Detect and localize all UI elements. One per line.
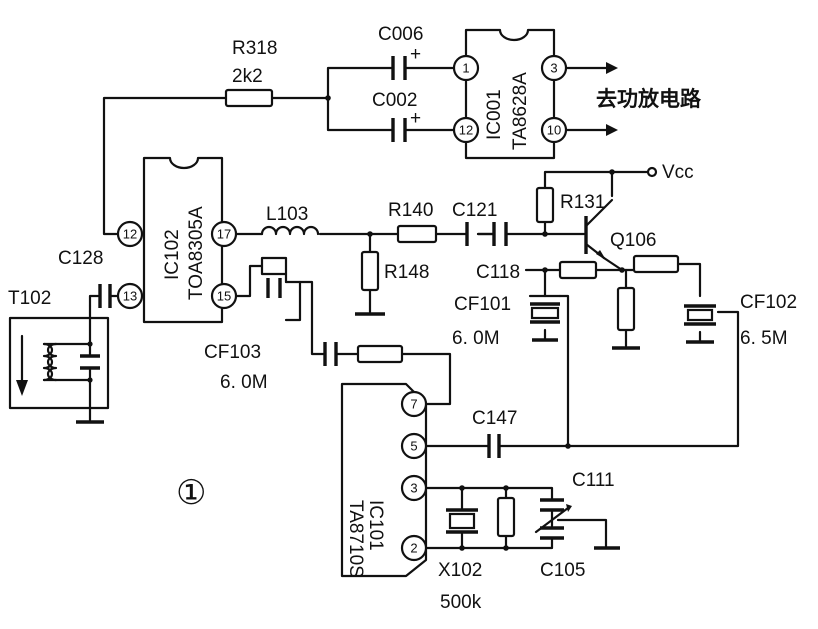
ic102-pin-17: 17 <box>217 227 231 242</box>
resistor-q106-emitter-series <box>632 254 680 274</box>
vcc-terminal: Vcc <box>646 162 694 183</box>
r318-label: R318 <box>232 38 277 59</box>
ic001-pin-3: 3 <box>550 61 557 76</box>
r318-value: 2k2 <box>232 66 263 87</box>
q106-label: Q106 <box>610 230 656 251</box>
resistor-r131: R131 <box>535 186 605 224</box>
ic001-pin-1: 1 <box>462 61 469 76</box>
t102-label: T102 <box>8 288 51 309</box>
output-arrows: 去功放电路 <box>596 62 702 136</box>
resistor-crystal-network <box>496 496 516 538</box>
ic001-part: TA8628A <box>510 72 531 150</box>
resistor-q106-emitter-ground <box>616 286 636 332</box>
r148-label: R148 <box>384 262 429 283</box>
x102-label: X102 <box>438 560 482 581</box>
ic102-part: TOA8305A <box>186 206 207 300</box>
x102-value: 500k <box>440 592 482 613</box>
ic101-pin-3: 3 <box>410 481 417 496</box>
c118-label: C118 <box>476 262 520 283</box>
ic001-chip: 1 12 3 10 IC001 TA8628A <box>452 28 568 160</box>
ic102-pin-15: 15 <box>217 289 231 304</box>
ic102-chip: 12 13 17 15 IC102 TOA8305A <box>116 156 238 324</box>
capacitor-c002: C002 + <box>372 90 421 142</box>
transistor-q106: Q106 <box>584 198 656 260</box>
ic102-pin-13: 13 <box>123 289 137 304</box>
resistor-r140: R140 <box>388 200 438 244</box>
filter-cf102: CF102 6. 5M <box>684 292 797 349</box>
capacitor-c147: C147 <box>472 408 517 458</box>
cf102-label: CF102 <box>740 292 797 313</box>
figure-number: ① <box>176 473 206 513</box>
to-amplifier-label: 去功放电路 <box>596 87 702 111</box>
filter-cf101: CF101 6. 0M <box>452 294 562 349</box>
cf102-value: 6. 5M <box>740 328 788 349</box>
l103-label: L103 <box>266 204 308 225</box>
crystal-x102: X102 500k <box>438 508 482 613</box>
resistor-c118-line: C118 <box>476 260 598 283</box>
c121-label: C121 <box>452 200 497 221</box>
cf103-label: CF103 <box>204 342 261 363</box>
r140-label: R140 <box>388 200 433 221</box>
inductor-l103: L103 <box>260 204 320 236</box>
c006-label: C006 <box>378 24 423 45</box>
c002-plus: + <box>410 108 421 129</box>
capacitor-c105: C105 <box>540 526 585 581</box>
resistor-r148: R148 <box>360 250 429 292</box>
cf103-value: 6. 0M <box>220 372 268 393</box>
c111-label: C111 <box>572 470 615 491</box>
c002-label: C002 <box>372 90 417 111</box>
capacitor-c121: C121 <box>452 200 508 246</box>
ic001-pin-12: 12 <box>459 123 473 138</box>
c105-label: C105 <box>540 560 585 581</box>
cf101-value: 6. 0M <box>452 328 500 349</box>
ic001-pin-10: 10 <box>547 123 561 138</box>
ic101-label: IC101 <box>365 500 386 551</box>
capacitor-cf103-series <box>323 342 338 366</box>
figure-number-label: ① <box>176 473 206 513</box>
capacitor-c128: C128 <box>58 248 112 308</box>
ic102-pin-12: 12 <box>123 227 137 242</box>
c128-label: C128 <box>58 248 103 269</box>
ic101-pin-7: 7 <box>410 397 417 412</box>
transformer-t102: T102 <box>8 288 110 424</box>
capacitor-c006: C006 + <box>378 24 423 80</box>
ic101-part: TA8710S <box>345 500 366 578</box>
ic102-label: IC102 <box>162 229 183 280</box>
resistor-cf103-series <box>356 344 404 364</box>
wires <box>88 66 740 551</box>
ic101-chip: 7 5 3 2 IC101 TA8710S <box>340 382 428 578</box>
r131-label: R131 <box>560 192 605 213</box>
capacitor-c111: C111 <box>534 470 615 534</box>
vcc-label: Vcc <box>662 162 694 183</box>
c006-plus: + <box>410 44 421 65</box>
ic001-label: IC001 <box>484 89 505 140</box>
filter-cf103: CF103 6. 0M <box>204 256 288 393</box>
cf101-label: CF101 <box>454 294 511 315</box>
resistor-r318: R318 2k2 <box>224 38 277 108</box>
ic101-pin-2: 2 <box>410 541 417 556</box>
c147-label: C147 <box>472 408 517 429</box>
ic101-pin-5: 5 <box>410 439 417 454</box>
